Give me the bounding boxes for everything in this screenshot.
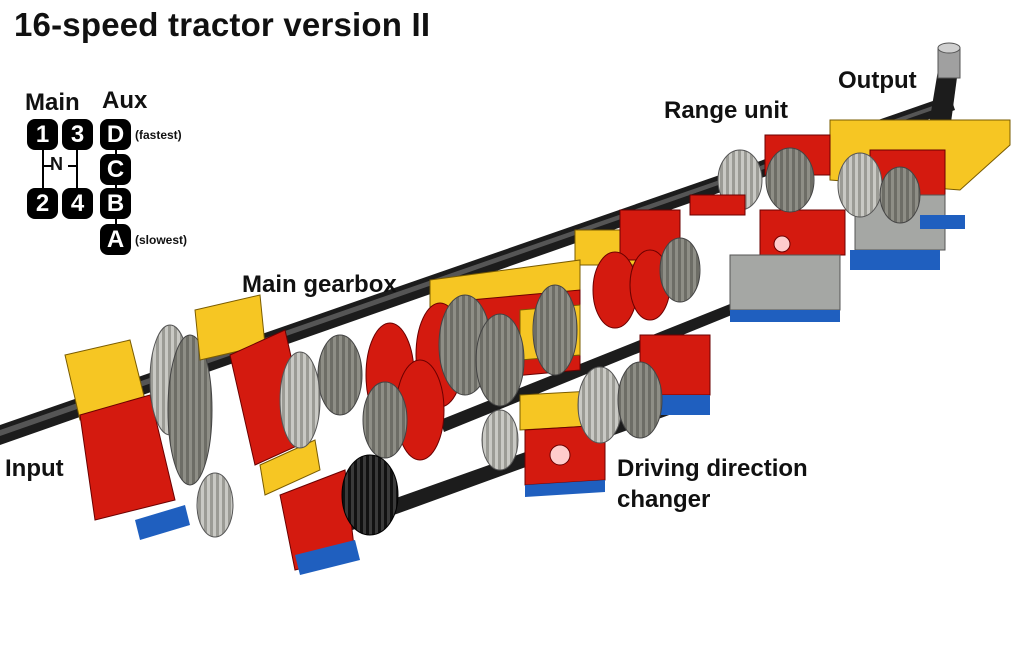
aux-label: Aux <box>102 87 148 114</box>
gear-key-1: 1 <box>27 119 58 150</box>
callout-driving-direction-line1: Driving direction <box>617 455 808 482</box>
aux-key-d: D <box>100 119 131 150</box>
range-unit-gears <box>717 147 921 224</box>
aux-key-a: A <box>100 224 131 255</box>
callout-range-unit: Range unit <box>664 97 788 124</box>
output-shaft <box>928 42 961 130</box>
neutral-label: N <box>50 154 63 174</box>
main-label: Main <box>25 89 80 116</box>
callout-input: Input <box>5 455 64 482</box>
callout-driving-direction-changer: Driving direction changer <box>617 453 808 515</box>
aux-key-c: C <box>100 154 131 185</box>
input-assembly <box>64 294 399 575</box>
gear-key-3: 3 <box>62 119 93 150</box>
callout-output: Output <box>838 67 917 94</box>
main-gearbox-assembly <box>317 259 581 461</box>
gear-key-2: 2 <box>27 188 58 219</box>
fastest-note: (fastest) <box>135 128 182 142</box>
diagram-title: 16-speed tractor version II <box>14 6 431 43</box>
slowest-note: (slowest) <box>135 233 188 247</box>
driving-direction-changer-assembly <box>481 361 663 497</box>
callout-main-gearbox: Main gearbox <box>242 271 397 298</box>
callout-driving-direction-line2: changer <box>617 486 711 513</box>
aux-key-b: B <box>100 188 131 219</box>
gear-key-4: 4 <box>62 188 93 219</box>
